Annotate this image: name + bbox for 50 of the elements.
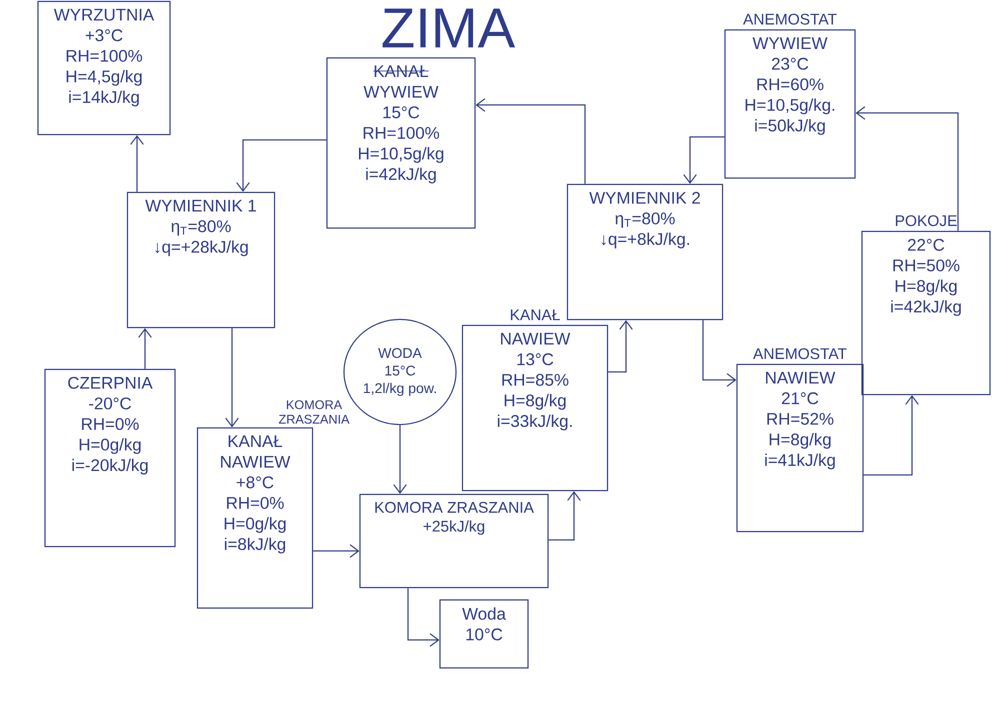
process-box: NAWIEW 21°C RH=52% H=8g/kg i=41kJ/kg: [736, 364, 864, 532]
node-label: H=8g/kg: [504, 394, 566, 410]
node-label: RH=50%: [893, 259, 960, 272]
node-label: 23°C: [772, 58, 808, 70]
arrow: [138, 328, 152, 369]
arrow: [548, 491, 581, 541]
arrow: [702, 320, 736, 387]
arrow: [864, 395, 919, 476]
arrow: [683, 136, 724, 184]
process-box: WYRZUTNIA +3°C RH=100% H=4,5g/kg i=14kJ/kg: [37, 0, 171, 136]
process-box: Woda 10°C: [439, 599, 529, 669]
process-box: CZERPNIA -20°C RH=0% H=0g/kg i=-20kJ/kg: [44, 368, 176, 548]
annotation-text: KOMORA ZRASZANIA: [278, 400, 350, 424]
node-label: 22°C: [908, 238, 944, 251]
node-label: i=41kJ/kg: [765, 454, 835, 470]
node-label: NAWIEW: [501, 332, 570, 344]
node-label: H=8g/kg: [770, 433, 831, 449]
arrow: [476, 98, 586, 184]
arrow: [407, 588, 440, 647]
node-label: H=8g/kg: [896, 280, 957, 296]
arrow: [608, 320, 633, 373]
arrow: [856, 106, 959, 231]
process-box: 22°C RH=50% H=8g/kg i=42kJ/kg: [861, 230, 991, 396]
process-box: KANAŁ NAWIEW +8°C RH=0% H=0g/kg i=8kJ/kg: [196, 427, 314, 609]
process-box: WYMIENNIK 1 η$_{T}$=80% ↓q=+28kJ/kg: [126, 192, 276, 328]
process-box: KOMORA ZRASZANIA +25kJ/kg: [359, 494, 549, 588]
process-box: NAWIEW 13°C RH=85% H=8g/kg i=33kJ/kg.: [462, 324, 608, 492]
process-box: WYWIEW 23°C RH=60% H=10,5g/kg. i=50kJ/kg: [724, 29, 856, 179]
node-label: RH=52%: [767, 412, 834, 425]
arrow: [236, 139, 326, 192]
node-label: i=42kJ/kg: [891, 300, 961, 316]
node-label: i=33kJ/kg.: [498, 414, 572, 430]
node-label: RH=60%: [757, 78, 824, 90]
arrow: [225, 328, 239, 428]
node-label: RH=85%: [502, 374, 568, 386]
process-box: WYMIENNIK 2 η$_{T}$=80% ↓q=+8kJ/kg.: [566, 184, 724, 320]
node-label: NAWIEW: [766, 372, 836, 384]
arrow: [130, 135, 144, 192]
node-label: i=50kJ/kg: [755, 119, 825, 135]
box-heading: POKOJE: [896, 215, 957, 226]
node-label: 21°C: [782, 392, 818, 404]
node-label: H=10,5g/kg.: [746, 98, 834, 114]
box-heading: ANEMOSTAT: [743, 14, 837, 25]
arrow: [313, 544, 360, 558]
box-heading: ANEMOSTAT: [753, 348, 847, 360]
node-label: 13°C: [517, 353, 554, 366]
title: ZIMA: [382, 8, 516, 48]
box-heading: KANAŁ: [510, 310, 560, 320]
arrow: [393, 425, 407, 494]
node-label: WYWIEW: [752, 37, 828, 49]
